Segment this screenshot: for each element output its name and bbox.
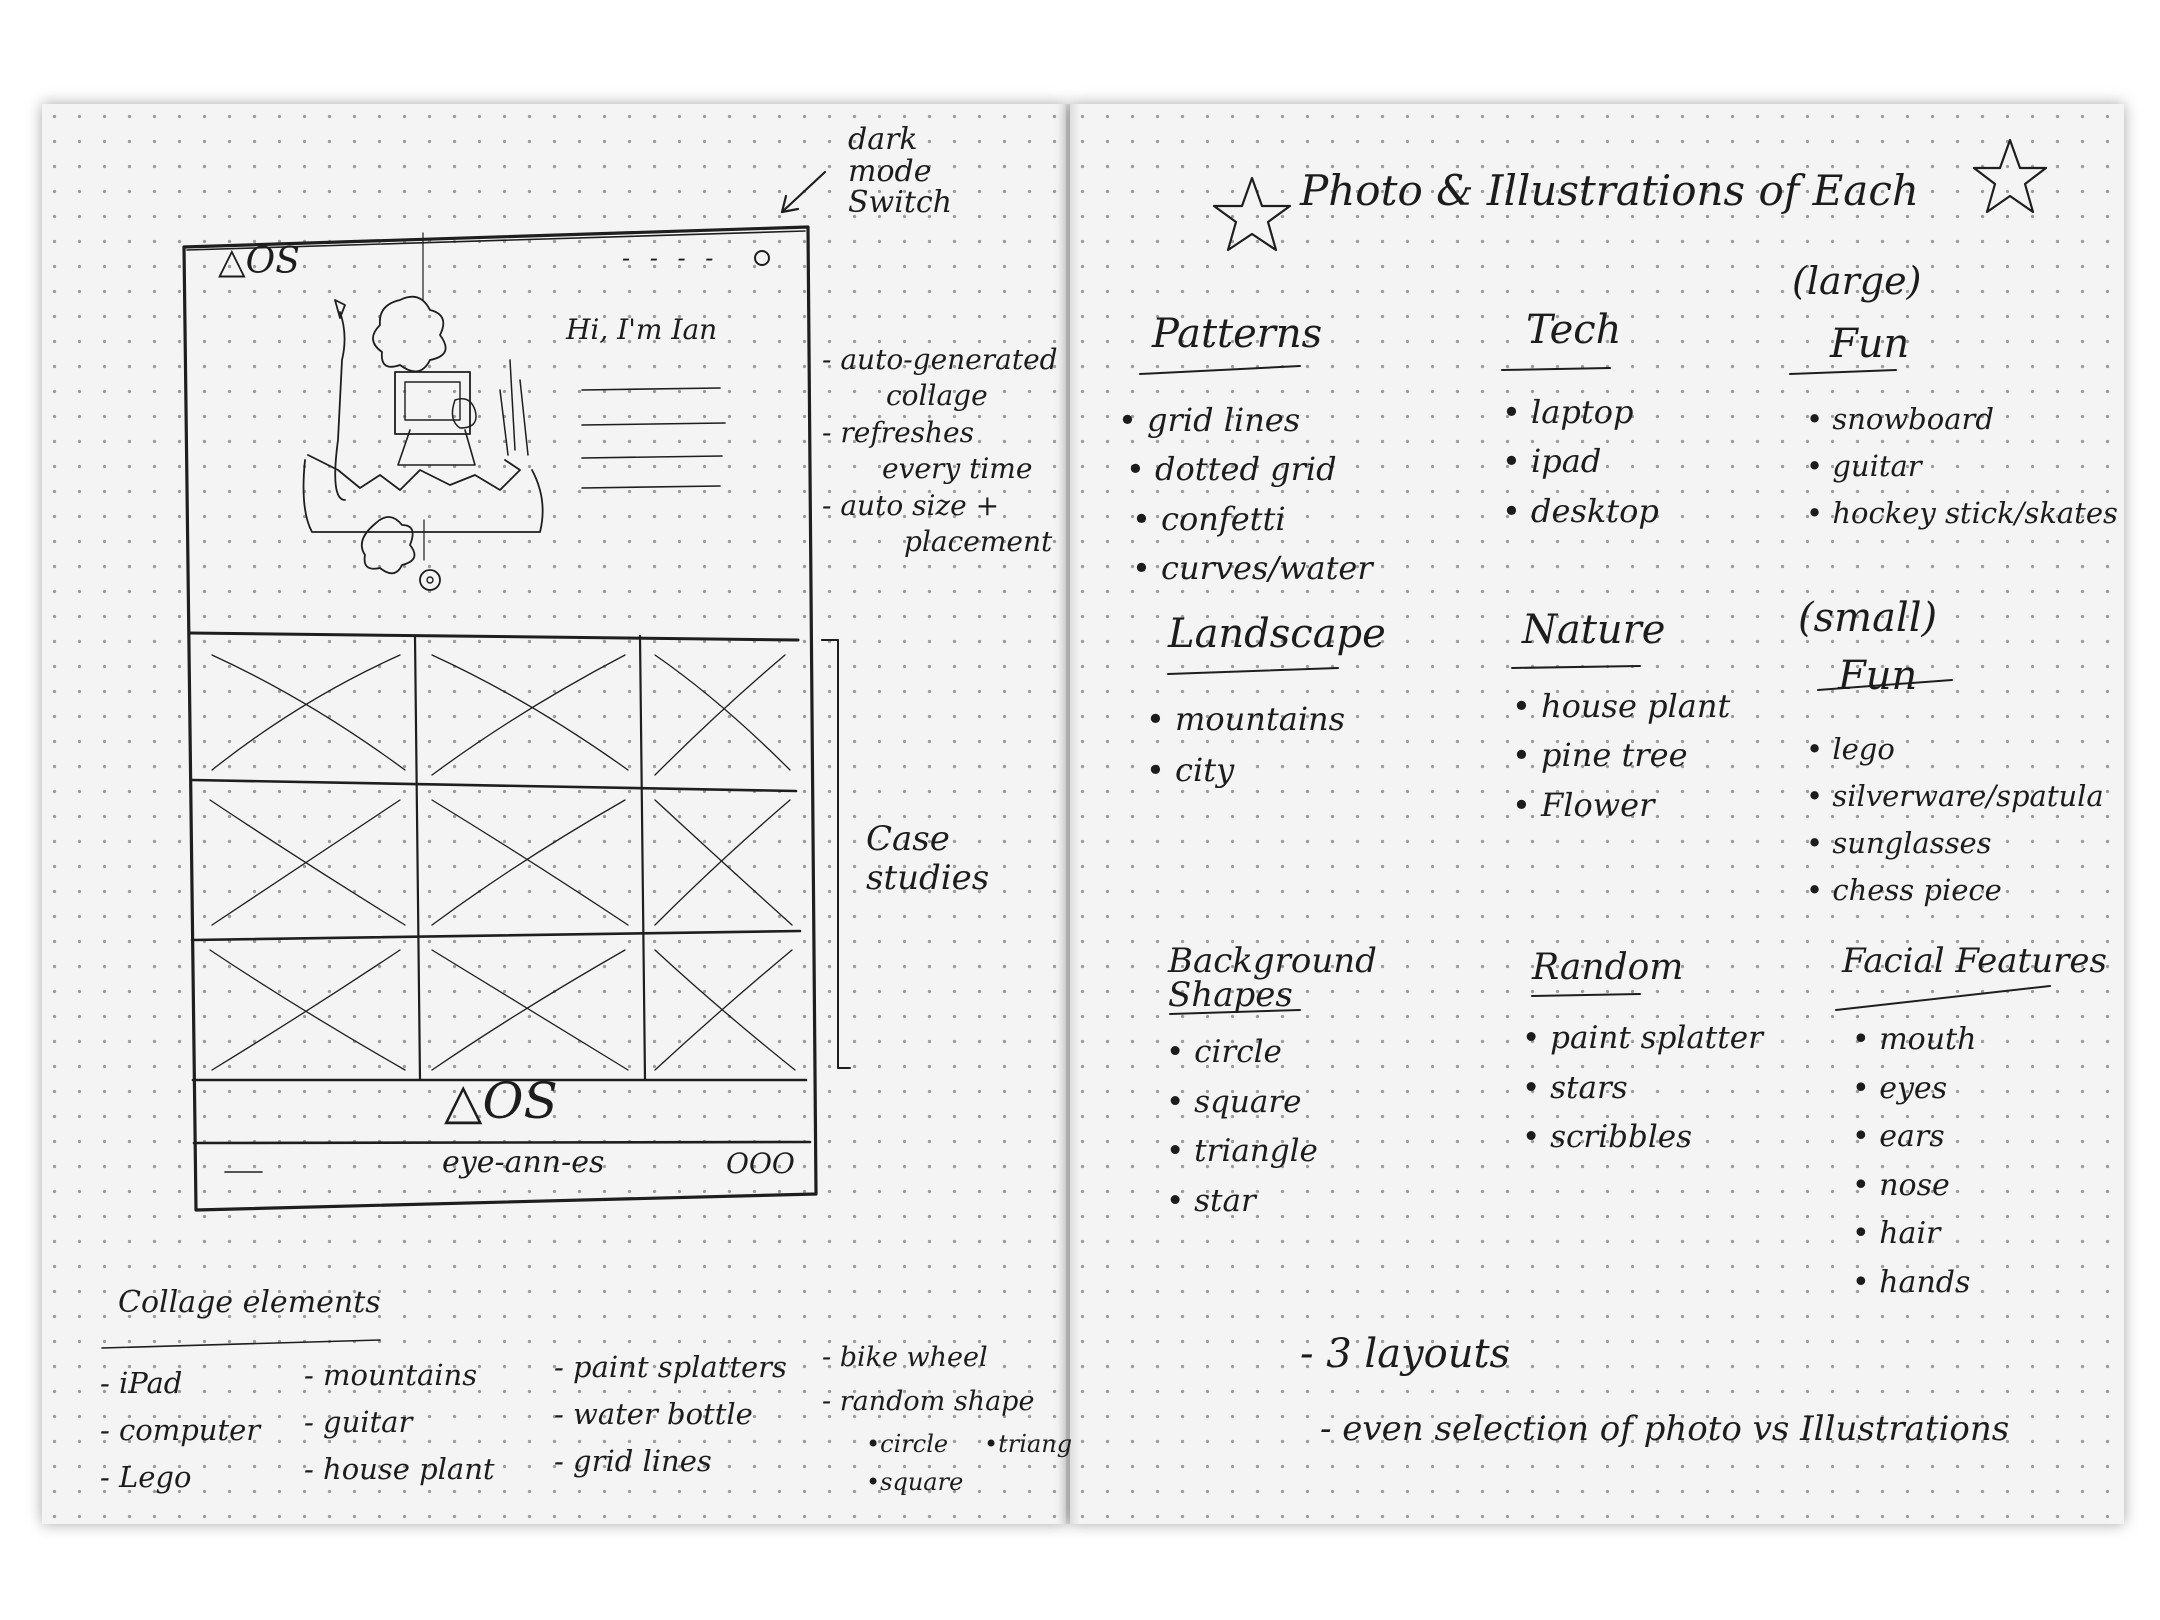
group-heading-background-shapes: Background Shapes <box>1168 941 1377 1015</box>
case-study-grid <box>190 634 808 1082</box>
collage-sketch <box>302 295 544 591</box>
footer-note-layouts: - 3 layouts <box>1300 1331 1511 1377</box>
dark-mode-annotation: dark mode Switch <box>848 122 953 220</box>
wireframe-greeting: Hi, I'm Ian <box>566 313 718 346</box>
group-note-fun-small: (small) <box>1798 595 1938 641</box>
group-heading-random: Random <box>1532 947 1684 988</box>
group-heading-tech: Tech <box>1526 307 1622 353</box>
group-heading-fun-large: Fun <box>1830 321 1910 367</box>
collage-elements-col2: - mountains - guitar - house plant <box>304 1358 495 1486</box>
shape-square: •square <box>866 1468 964 1496</box>
wireframe-bottom-bar-icons: OOO <box>726 1147 795 1180</box>
dark-mode-toggle-icon <box>754 250 770 266</box>
wireframe-nav: - - - - <box>622 244 720 272</box>
collage-elements-col3: - paint splatters - water bottle - grid … <box>554 1350 787 1478</box>
group-list-landscape: • mountains • city <box>1146 700 1346 790</box>
footer-note-selection: - even selection of photo vs Illustratio… <box>1320 1409 2010 1449</box>
group-heading-facial-features: Facial Features <box>1842 941 2107 981</box>
group-list-random: • paint splatter • stars • scribbles <box>1522 1020 1763 1156</box>
wireframe-logo: △OS <box>218 241 300 282</box>
group-heading-fun-small: Fun <box>1838 653 1918 699</box>
group-heading-nature: Nature <box>1522 607 1666 653</box>
group-list-tech: • laptop • ipad • desktop <box>1502 393 1659 530</box>
case-studies-annotation: Case studies <box>866 819 990 899</box>
annotation-arrow <box>780 170 827 214</box>
right-notebook-page <box>1070 104 2124 1524</box>
group-list-fun-large: • snowboard • guitar • hockey stick/skat… <box>1806 402 2118 530</box>
group-list-background-shapes: • circle • square • triangle • star <box>1166 1034 1318 1219</box>
star-icon <box>1972 138 2048 214</box>
group-list-nature: • house plant • pine tree • Flower <box>1512 687 1731 824</box>
shape-circle: •circle <box>866 1430 949 1458</box>
group-note-fun-large: (large) <box>1792 259 1922 303</box>
wireframe-bottom-bar-text: eye-ann-es <box>442 1145 605 1180</box>
group-list-fun-small: • lego • silverware/spatula • sunglasses… <box>1806 732 2104 907</box>
collage-annotation: - auto-generated collage - refreshes eve… <box>822 343 1058 558</box>
notebook-gutter <box>1058 104 1080 1524</box>
collage-elements-heading: Collage elements <box>118 1285 381 1320</box>
group-list-patterns: • grid lines • dotted grid • confetti • … <box>1118 401 1373 587</box>
case-studies-bracket <box>821 639 851 1069</box>
collage-elements-col4: - bike wheel - random shape <box>822 1342 1035 1417</box>
left-notebook-page <box>42 104 1066 1524</box>
shape-triangle: •triang <box>984 1430 1073 1458</box>
group-list-facial-features: • mouth • eyes • ears • nose • hair • ha… <box>1852 1022 1977 1300</box>
collage-elements-col1: - iPad - computer - Lego <box>100 1366 261 1494</box>
phone-frame <box>182 225 818 1212</box>
wireframe-footer-logo: △OS <box>444 1072 558 1130</box>
right-page-title: Photo & Illustrations of Each <box>1300 166 1919 215</box>
star-icon <box>1212 176 1292 252</box>
group-heading-landscape: Landscape <box>1168 611 1386 657</box>
group-heading-patterns: Patterns <box>1152 311 1323 357</box>
hero-divider <box>187 631 800 642</box>
